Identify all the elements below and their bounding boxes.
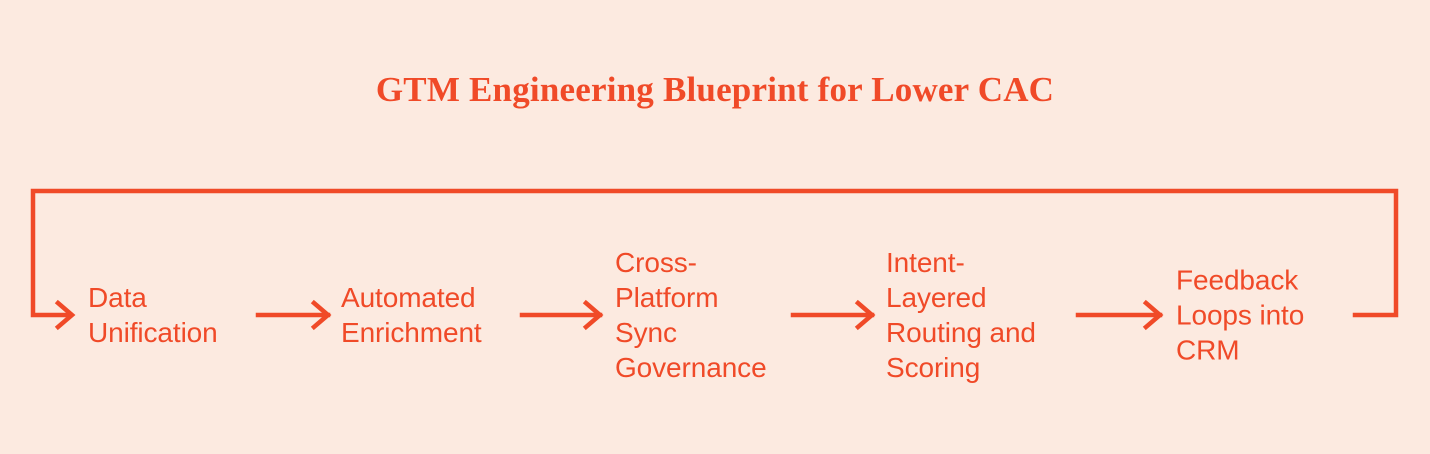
node-data-unification: Data Unification: [88, 282, 218, 348]
return-path-line: [30, 188, 1399, 318]
page-title: GTM Engineering Blueprint for Lower CAC: [375, 70, 1055, 109]
node-automated-enrichment: Automated Enrichment: [341, 282, 482, 348]
node-intent-layered-routing-and-scoring: Intent- Layered Routing and Scoring: [886, 247, 1036, 383]
node-cross-platform-sync-governance: Cross- Platform Sync Governance: [615, 247, 767, 383]
arrow-2-head: [582, 299, 604, 331]
node-feedback-loops-into-crm: Feedback Loops into CRM: [1176, 264, 1305, 366]
entry-arrow-head: [54, 299, 76, 331]
arrow-3-head: [854, 299, 876, 331]
arrow-4-head: [1142, 299, 1164, 331]
arrow-1-head: [310, 299, 332, 331]
